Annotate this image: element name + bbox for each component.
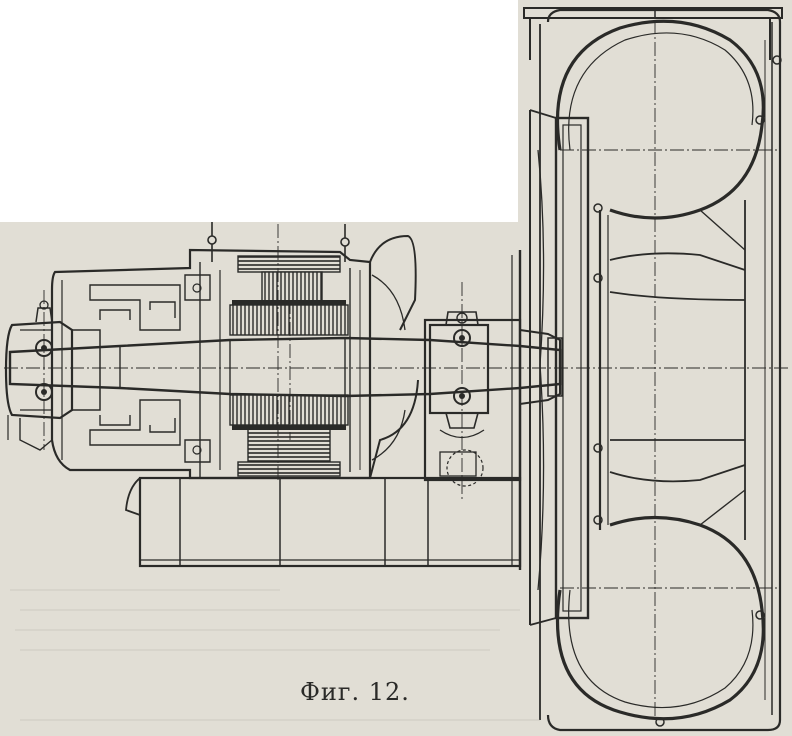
paper-texture [10, 589, 540, 721]
top-studs [207, 222, 350, 262]
machine-base-frame [125, 250, 522, 570]
generator-housing [50, 234, 419, 480]
figure-caption: Фиг. 12. [300, 678, 410, 706]
left-bearing [4, 300, 101, 451]
generator-windings [229, 255, 349, 477]
center-lines [4, 20, 788, 720]
oil-ring-dashed [446, 449, 484, 487]
turbine-spiral-casing [523, 7, 783, 732]
